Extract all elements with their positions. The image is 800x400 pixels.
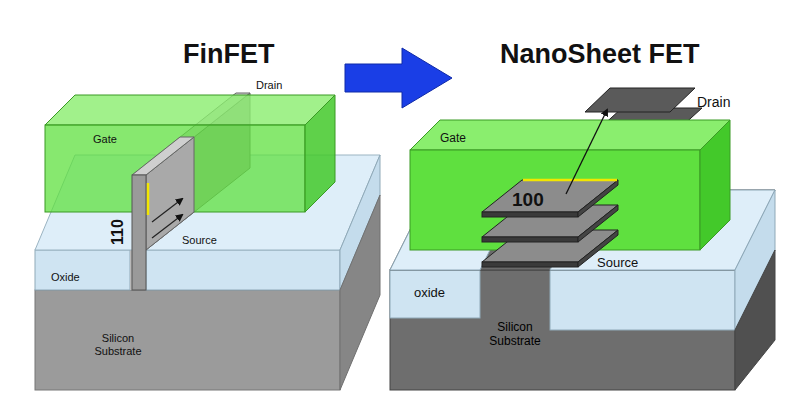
oxide-front <box>550 270 735 330</box>
nanosheet-edge <box>482 237 578 242</box>
substrate-side <box>340 195 380 390</box>
gate-top <box>45 95 335 125</box>
channel-highlight <box>523 179 617 182</box>
node-text: Oxide <box>51 271 80 284</box>
terminal-label: Drain <box>697 94 730 111</box>
figure-heading: FinFET <box>183 38 274 70</box>
terminal-label: Drain <box>256 79 282 92</box>
node-text: Gate <box>440 131 466 145</box>
oxide-front <box>35 250 130 290</box>
fin-top-front <box>132 137 194 175</box>
finfet-figure <box>35 93 380 390</box>
oxide-region: oxide <box>390 270 480 318</box>
orientation-label: 110 <box>108 219 127 245</box>
channel-highlight <box>147 183 150 215</box>
node-text: Silicon Substrate <box>478 320 552 349</box>
node-text: Source <box>597 255 638 271</box>
substrate-region: Silicon Substrate <box>35 290 340 390</box>
oxide-front <box>146 250 340 290</box>
gate-side <box>700 120 730 250</box>
nanosheet-figure <box>390 88 775 390</box>
gate-side <box>305 95 335 212</box>
substrate-region: Silicon Substrate <box>390 270 735 390</box>
fin-front <box>132 175 146 290</box>
node-text: Silicon Substrate <box>83 332 153 358</box>
current-arrow <box>152 215 182 238</box>
substrate-side <box>735 250 775 390</box>
substrate-front <box>390 270 735 390</box>
gate-front <box>410 150 700 250</box>
nanosheet-edge <box>578 180 618 217</box>
drain-sheet <box>585 88 695 112</box>
node-text: oxide <box>414 285 445 301</box>
current-arrow <box>566 110 607 194</box>
orientation-label: 100 <box>512 189 544 212</box>
node-text: Source <box>182 234 217 247</box>
transition-arrow <box>345 48 452 108</box>
oxide-front <box>390 270 480 318</box>
nanosheet-edge <box>482 262 578 267</box>
gate-region: Gate <box>410 122 700 250</box>
node-text: Gate <box>93 133 117 146</box>
gate-top <box>410 120 730 150</box>
figure-heading: NanoSheet FET <box>500 38 700 70</box>
source-region: Source <box>160 228 260 250</box>
source-region: Source <box>575 253 695 274</box>
oxide-region: Oxide <box>35 250 130 290</box>
nanosheet-edge <box>482 212 578 217</box>
gate-region: Gate <box>45 125 305 212</box>
substrate-front <box>35 290 340 390</box>
